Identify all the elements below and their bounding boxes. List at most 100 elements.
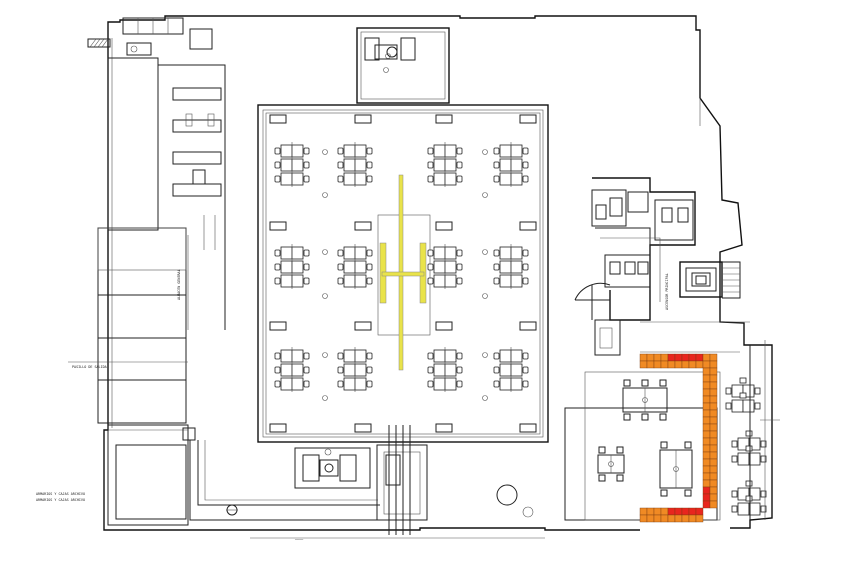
desk-cluster — [274, 244, 310, 289]
hatch-cell — [639, 360, 648, 369]
chair — [303, 249, 310, 257]
desk — [280, 172, 293, 186]
desk — [343, 158, 356, 172]
chair — [303, 175, 310, 183]
chair — [760, 440, 767, 448]
stair-label: ASCENSOR PRINCIPAL — [665, 273, 669, 310]
hatch-cell — [702, 479, 711, 488]
desk — [444, 172, 457, 186]
chair — [456, 147, 463, 155]
desk — [444, 158, 457, 172]
hatch-cell — [702, 500, 711, 509]
hatch-cell — [653, 514, 662, 523]
desk — [291, 172, 304, 186]
desk-cluster — [427, 244, 463, 289]
chair — [493, 277, 500, 285]
hatch-cell — [653, 353, 662, 362]
hatch-cell — [702, 493, 711, 502]
hatch-cell — [709, 416, 718, 425]
chair — [522, 277, 529, 285]
chair — [493, 380, 500, 388]
hatch-cell — [702, 430, 711, 439]
desk — [510, 274, 523, 288]
chair — [493, 352, 500, 360]
desk-cluster — [731, 495, 767, 516]
desk-cluster — [427, 142, 463, 187]
desk — [510, 144, 523, 158]
chair — [274, 277, 281, 285]
chair — [337, 380, 344, 388]
desk — [737, 452, 750, 466]
chair — [274, 366, 281, 374]
chair — [522, 147, 529, 155]
chair — [598, 474, 606, 482]
chair — [725, 402, 732, 410]
hatch-cell — [702, 444, 711, 453]
hatch-cell — [681, 360, 690, 369]
chair — [366, 263, 373, 271]
chair — [745, 430, 753, 437]
desk — [444, 349, 457, 363]
hatch-cell — [702, 374, 711, 383]
meeting-table — [597, 446, 625, 482]
chair — [493, 366, 500, 374]
hatch-cell — [674, 360, 683, 369]
desk — [343, 144, 356, 158]
hatch-cell — [653, 507, 662, 516]
chair — [274, 352, 281, 360]
chair — [366, 249, 373, 257]
desk-cluster — [731, 430, 767, 451]
hatch-cell — [702, 381, 711, 390]
chair — [337, 161, 344, 169]
desk — [499, 349, 512, 363]
hatch-cell — [702, 367, 711, 376]
chair — [427, 366, 434, 374]
desk — [510, 246, 523, 260]
desk — [354, 172, 367, 186]
hatch-cell — [688, 507, 697, 516]
chair — [456, 263, 463, 271]
desk — [291, 274, 304, 288]
hatch-cell — [660, 514, 669, 523]
chair — [616, 474, 624, 482]
hatch-cell — [709, 451, 718, 460]
hatch-cell — [681, 507, 690, 516]
desk — [343, 274, 356, 288]
desk-cluster — [337, 142, 373, 187]
chair — [739, 392, 747, 399]
chair — [660, 489, 668, 497]
vertical-label: ALMACEN GENERAL — [177, 269, 181, 300]
chair — [274, 161, 281, 169]
hatch-cell — [674, 353, 683, 362]
hatch-cell — [681, 514, 690, 523]
chair — [739, 377, 747, 384]
desk — [742, 384, 755, 398]
chair — [522, 161, 529, 169]
hatch-cell — [667, 507, 676, 516]
legend-line-2: ARMARIOS Y CAJAS ARCHIVO — [36, 498, 85, 502]
chair — [660, 441, 668, 449]
chair — [303, 366, 310, 374]
chair — [493, 249, 500, 257]
chair — [427, 175, 434, 183]
desk — [444, 274, 457, 288]
desk-cluster — [274, 347, 310, 392]
desk — [444, 144, 457, 158]
chair — [493, 147, 500, 155]
hatch-cell — [688, 514, 697, 523]
hatch-cell — [702, 486, 711, 495]
desk — [291, 144, 304, 158]
table-grommet — [608, 461, 614, 467]
hatch-cell — [709, 402, 718, 411]
chair — [303, 380, 310, 388]
desk — [291, 363, 304, 377]
chair — [337, 366, 344, 374]
chair — [760, 455, 767, 463]
hatch-cell — [702, 465, 711, 474]
hatch-cell — [709, 353, 718, 362]
desk — [291, 260, 304, 274]
hatch-cell — [709, 458, 718, 467]
hatch-cell — [695, 360, 704, 369]
chair — [745, 445, 753, 452]
desk — [444, 377, 457, 391]
